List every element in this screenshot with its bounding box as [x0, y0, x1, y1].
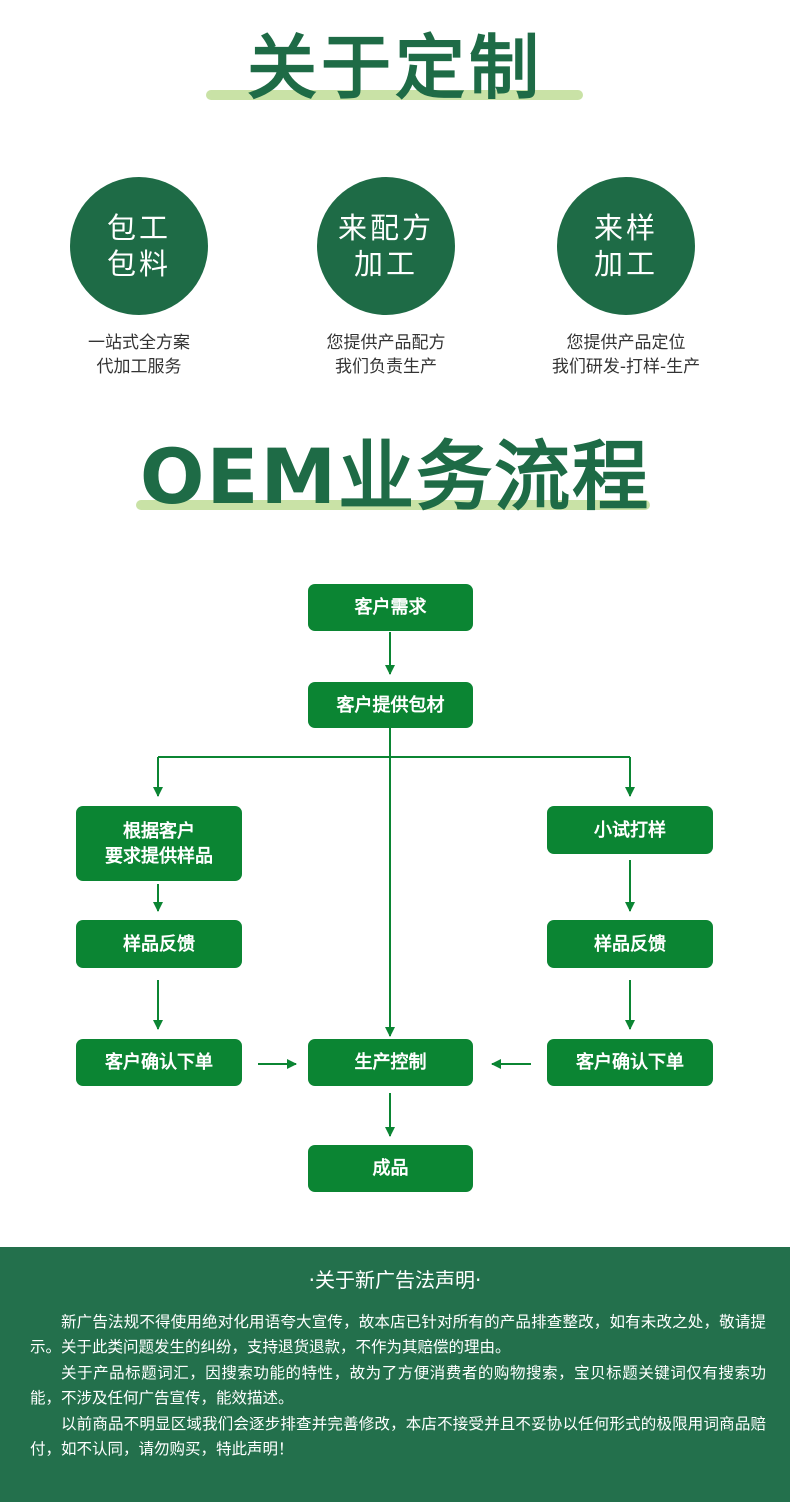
- step-label: 根据客户: [123, 820, 195, 842]
- service-caption-full-package: 一站式全方案 代加工服务: [29, 331, 249, 379]
- step-label: 客户需求: [354, 597, 427, 618]
- flow-step-trial-sample: 小试打样: [547, 806, 713, 854]
- step-label: 生产控制: [354, 1052, 427, 1073]
- service-circle-sample: 来样 加工: [557, 177, 695, 315]
- caption-line: 一站式全方案: [88, 333, 190, 353]
- flow-step-confirm-right: 客户确认下单: [547, 1039, 713, 1086]
- step-label: 成品: [372, 1158, 409, 1179]
- service-circle-full-package: 包工 包料: [70, 177, 208, 315]
- flow-step-finished: 成品: [308, 1145, 473, 1192]
- statement-paragraph: 关于产品标题词汇，因搜索功能的特性，故为了方便消费者的购物搜索，宝贝标题关键词仅…: [30, 1364, 766, 1407]
- flow-step-confirm-left: 客户确认下单: [76, 1039, 242, 1086]
- statement-paragraph: 以前商品不明显区域我们会逐步排查并完善修改，本店不接受并且不妥协以任何形式的极限…: [30, 1415, 766, 1458]
- flow-step-feedback-right: 样品反馈: [547, 920, 713, 968]
- service-line: 包工: [106, 211, 171, 245]
- flow-step-sample-by-request: 根据客户 要求提供样品: [76, 806, 242, 881]
- service-line: 来配方: [337, 211, 434, 245]
- flow-step-production-control: 生产控制: [308, 1039, 473, 1086]
- statement-title: ·关于新广告法声明·: [308, 1268, 482, 1292]
- caption-line: 您提供产品定位: [566, 333, 686, 353]
- step-label: 样品反馈: [594, 933, 666, 955]
- section-title-custom: 关于定制: [247, 27, 543, 109]
- caption-line: 我们负责生产: [335, 357, 437, 377]
- caption-line: 代加工服务: [96, 357, 182, 377]
- title-underline: [206, 90, 583, 100]
- step-label: 客户确认下单: [576, 1052, 684, 1073]
- caption-line: 您提供产品配方: [326, 333, 446, 353]
- service-circle-formula: 来配方 加工: [317, 177, 455, 315]
- flow-step-feedback-left: 样品反馈: [76, 920, 242, 968]
- service-caption-formula: 您提供产品配方 我们负责生产: [276, 331, 496, 379]
- ad-law-statement: ·关于新广告法声明· 新广告法规不得使用绝对化用语夸大宣传，故本店已针对所有的产…: [0, 1247, 790, 1502]
- statement-paragraph: 新广告法规不得使用绝对化用语夸大宣传，故本店已针对所有的产品排查整改，如有未改之…: [30, 1313, 766, 1356]
- caption-line: 我们研发-打样-生产: [551, 357, 701, 377]
- step-label: 小试打样: [594, 819, 666, 841]
- section-title-oem-process: OEM业务流程: [139, 432, 651, 521]
- service-line: 包料: [106, 247, 171, 281]
- flow-step-provide-material: 客户提供包材: [308, 682, 473, 728]
- service-line: 加工: [593, 247, 658, 281]
- flow-step-demand: 客户需求: [308, 584, 473, 631]
- service-caption-sample: 您提供产品定位 我们研发-打样-生产: [516, 331, 736, 379]
- step-label: 要求提供样品: [105, 845, 213, 867]
- title-underline: [136, 500, 650, 510]
- step-label: 客户提供包材: [336, 694, 445, 716]
- service-line: 来样: [593, 211, 658, 245]
- step-label: 客户确认下单: [105, 1052, 213, 1073]
- service-line: 加工: [353, 247, 418, 281]
- step-label: 样品反馈: [123, 933, 195, 955]
- flow-connectors: [153, 632, 635, 1137]
